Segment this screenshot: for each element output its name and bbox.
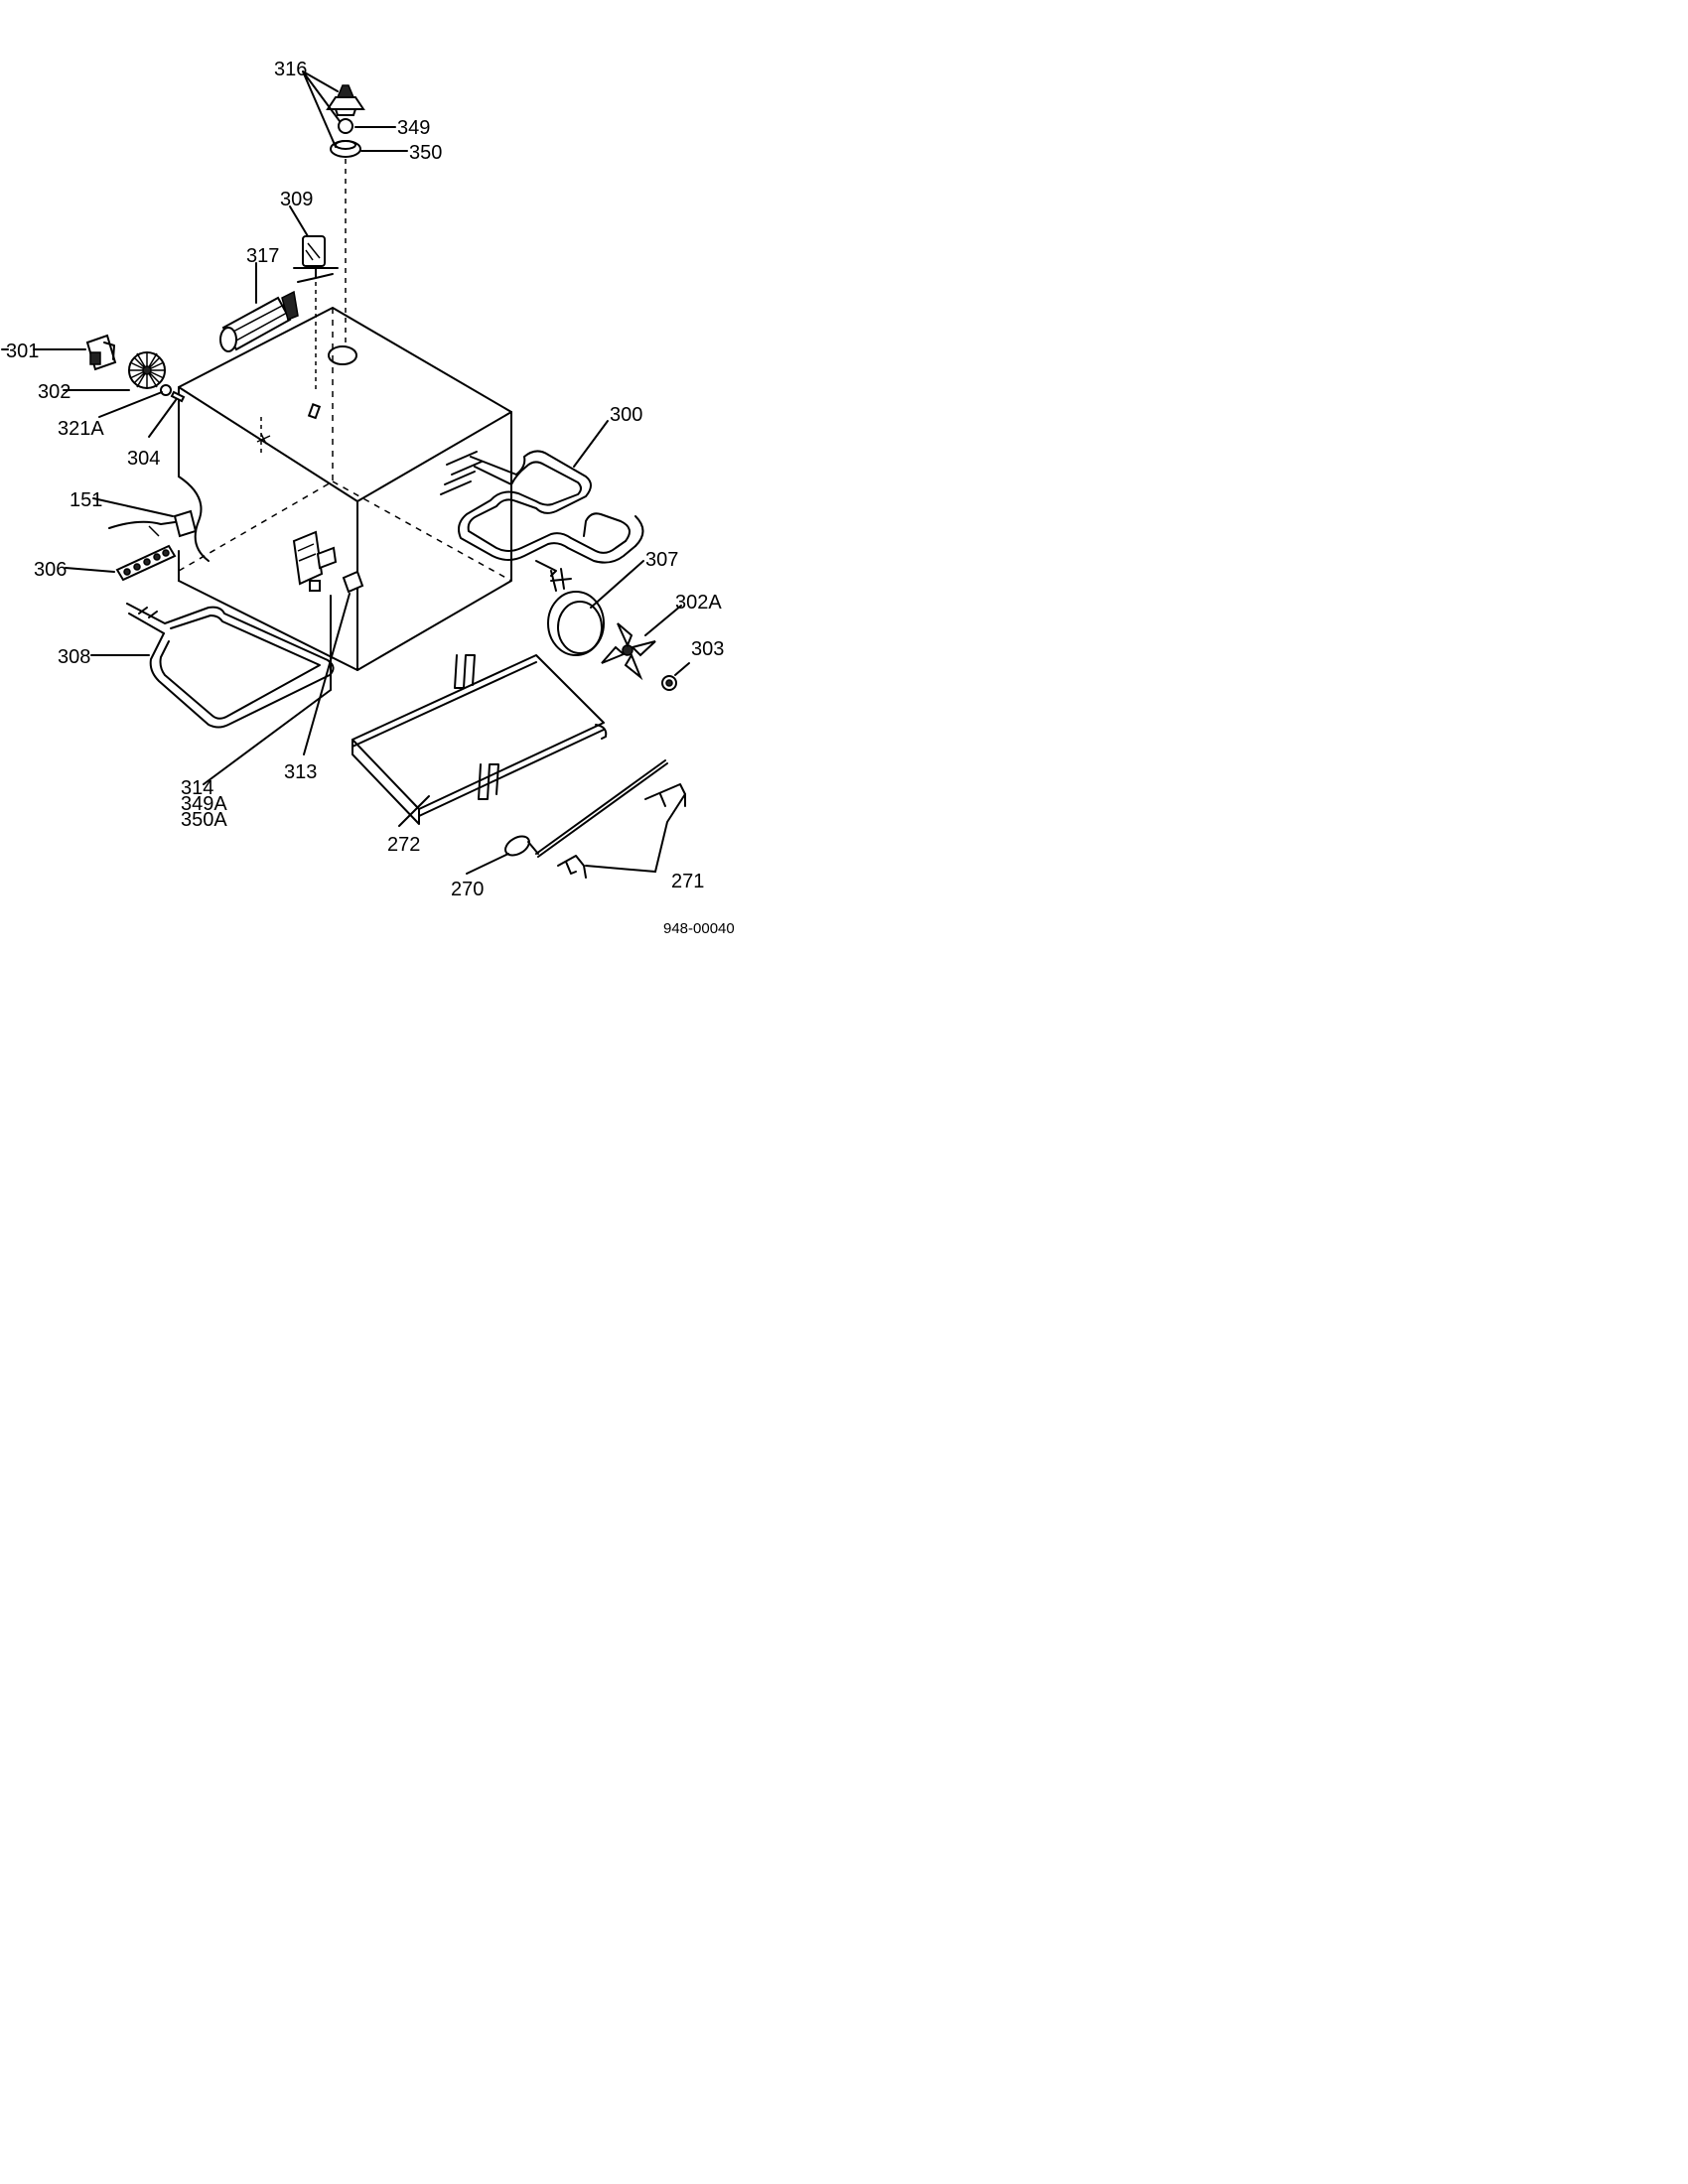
oven-cavity-box — [178, 307, 512, 671]
label-317: 317 — [246, 245, 279, 267]
terminal-block — [65, 544, 177, 582]
top-grill-element — [440, 420, 644, 577]
callout-labels: 316 349 350 309 317 301 302 321A 304 151… — [6, 59, 735, 937]
circular-fan-element — [547, 560, 644, 656]
door-switch — [92, 497, 198, 538]
label-271: 271 — [671, 871, 704, 892]
bottom-heating-element — [90, 603, 335, 729]
oven-thermostat — [289, 205, 339, 392]
label-309: 309 — [280, 189, 313, 210]
label-308: 308 — [58, 646, 90, 668]
label-349A: 349A — [181, 793, 227, 815]
label-300: 300 — [610, 404, 642, 426]
label-350A: 350A — [181, 809, 227, 831]
label-151: 151 — [70, 489, 102, 511]
label-306: 306 — [34, 559, 67, 581]
label-313: 313 — [284, 761, 317, 783]
label-307: 307 — [645, 549, 678, 571]
label-303: 303 — [691, 638, 724, 660]
convection-fan-blade — [601, 605, 682, 681]
lamp-clip — [303, 570, 364, 755]
label-316: 316 — [274, 59, 307, 80]
side-lamp-housing — [203, 530, 338, 785]
label-270: 270 — [451, 879, 484, 900]
drawing-code: 948-00040 — [663, 920, 735, 937]
rotisserie-forks — [557, 783, 686, 879]
label-302: 302 — [38, 381, 70, 403]
fan-motor — [1, 334, 117, 371]
fan-washer-and-nut — [98, 384, 186, 438]
label-302A: 302A — [675, 592, 722, 614]
label-350: 350 — [409, 142, 442, 164]
oven-shelf-rack — [352, 654, 608, 827]
oven-lamp-assembly — [302, 70, 408, 347]
tangential-cooling-fan — [219, 262, 299, 352]
cooling-fan-blade — [63, 351, 166, 391]
fan-nut — [661, 662, 690, 691]
label-304: 304 — [127, 448, 160, 470]
label-301: 301 — [6, 341, 39, 362]
label-272: 272 — [387, 834, 420, 856]
label-321A: 321A — [58, 418, 104, 440]
label-349: 349 — [397, 117, 430, 139]
label-314: 314 — [181, 777, 213, 799]
rotisserie-spit — [466, 759, 668, 875]
